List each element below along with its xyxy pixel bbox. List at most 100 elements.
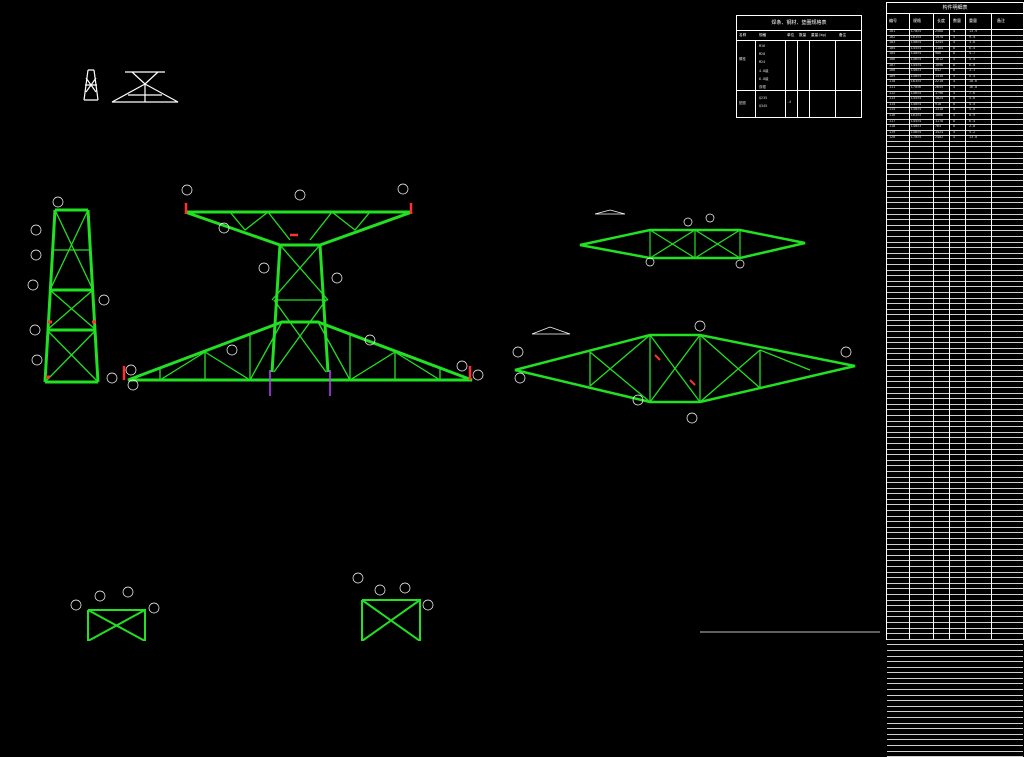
table-row <box>887 170 1023 176</box>
table-cell: 7.6 <box>969 90 976 95</box>
table-row <box>887 500 1023 506</box>
summary-cell: 6.8级 <box>759 77 769 81</box>
table-cell: 111 <box>889 84 896 89</box>
summary-header-cell: 规格 <box>759 33 767 37</box>
table-cell: 8 <box>953 124 956 129</box>
table-cell: 13.9 <box>969 29 978 33</box>
table-cell: L40×4 <box>911 101 922 106</box>
table-cell: L40×3 <box>911 68 922 73</box>
summary-cell: M20 <box>759 52 766 56</box>
table-cell: 5.6 <box>969 96 976 101</box>
table-cell: 1245 <box>935 40 944 45</box>
table-cell: 101 <box>889 29 896 33</box>
table-row <box>887 282 1023 288</box>
table-cell: L45×4 <box>911 96 922 101</box>
table-cell: L56×5 <box>911 90 922 95</box>
table-row <box>887 237 1023 243</box>
table-row <box>887 634 1023 640</box>
table-cell: 9.4 <box>969 34 976 39</box>
table-cell: 4 <box>953 112 956 117</box>
table-row <box>887 494 1023 500</box>
table-cell: 3.1 <box>969 68 976 73</box>
table-row <box>887 589 1023 595</box>
parts-header-cell: 规格 <box>913 18 921 23</box>
table-row <box>887 147 1023 154</box>
table-row <box>887 533 1023 540</box>
table-cell: 1184 <box>935 45 944 50</box>
table-cell: 114 <box>889 101 896 106</box>
table-cell: 115 <box>889 107 896 112</box>
table-row <box>887 349 1023 355</box>
table-row <box>887 573 1023 579</box>
table-row <box>887 617 1023 623</box>
table-cell: 8 <box>953 96 956 101</box>
table-row <box>887 433 1023 439</box>
table-row <box>887 142 1023 148</box>
summary-side-label: 螺栓 <box>739 57 746 61</box>
detail-section-left <box>70 586 160 641</box>
table-cell: 6.5 <box>969 45 976 50</box>
summary-cell: Q235 <box>759 96 768 100</box>
summary-table-title: 焊条、钢材、垫圈规格表 <box>737 16 861 31</box>
table-row <box>887 578 1023 584</box>
summary-header-row: 名称 规格 单位 数量 重量(kg) 备注 <box>737 30 861 41</box>
table-cell: 4.4 <box>969 101 976 106</box>
table-cell: 1866 <box>935 112 944 117</box>
table-row <box>887 623 1023 629</box>
table-row <box>887 371 1023 377</box>
table-row <box>887 187 1023 193</box>
table-row <box>887 265 1023 271</box>
table-row <box>887 405 1023 411</box>
table-row <box>887 287 1023 293</box>
table-cell: 8 <box>953 51 956 56</box>
summary-header-cell: 重量(kg) <box>811 33 827 37</box>
table-row <box>887 377 1023 383</box>
table-cell: 4 <box>953 135 956 140</box>
table-cell: 8 <box>953 62 956 67</box>
table-row <box>887 354 1023 361</box>
table-cell: 1096 <box>935 62 944 67</box>
table-cell: L50×4 <box>911 107 922 112</box>
table-row <box>887 271 1023 277</box>
table-cell: 102 <box>889 34 896 39</box>
table-cell: 2568 <box>935 29 944 33</box>
table-row <box>887 153 1023 159</box>
table-row <box>887 215 1023 221</box>
table-row <box>887 438 1023 444</box>
table-row <box>887 293 1023 299</box>
table-row <box>887 478 1023 484</box>
table-cell: 103 <box>889 40 896 45</box>
table-cell: 8 <box>953 118 956 123</box>
table-cell: 6.4 <box>969 118 976 123</box>
table-cell: 6.0 <box>969 62 976 67</box>
summary-body: 螺栓 垫圈 M16 M20 M24 4.8级 6.8级 双帽 Q235 Q345… <box>737 40 861 117</box>
table-row <box>887 394 1023 400</box>
summary-cell: -4 <box>787 100 792 104</box>
table-row <box>887 455 1023 461</box>
table-row <box>887 203 1023 209</box>
table-cell: L45×4 <box>911 45 922 50</box>
table-cell: L56×4 <box>911 56 922 61</box>
table-cell: 1524 <box>935 129 944 134</box>
table-cell: 1178 <box>935 118 944 123</box>
tower-head-icon-small <box>111 71 179 103</box>
table-cell: L70×5 <box>911 135 922 140</box>
table-row <box>887 472 1023 478</box>
table-cell: 5.4 <box>969 73 976 78</box>
table-cell: L56×4 <box>911 129 922 134</box>
table-cell: 10.6 <box>969 79 978 84</box>
table-row <box>887 332 1023 338</box>
table-row <box>887 382 1023 388</box>
table-cell: 1318 <box>935 107 944 112</box>
